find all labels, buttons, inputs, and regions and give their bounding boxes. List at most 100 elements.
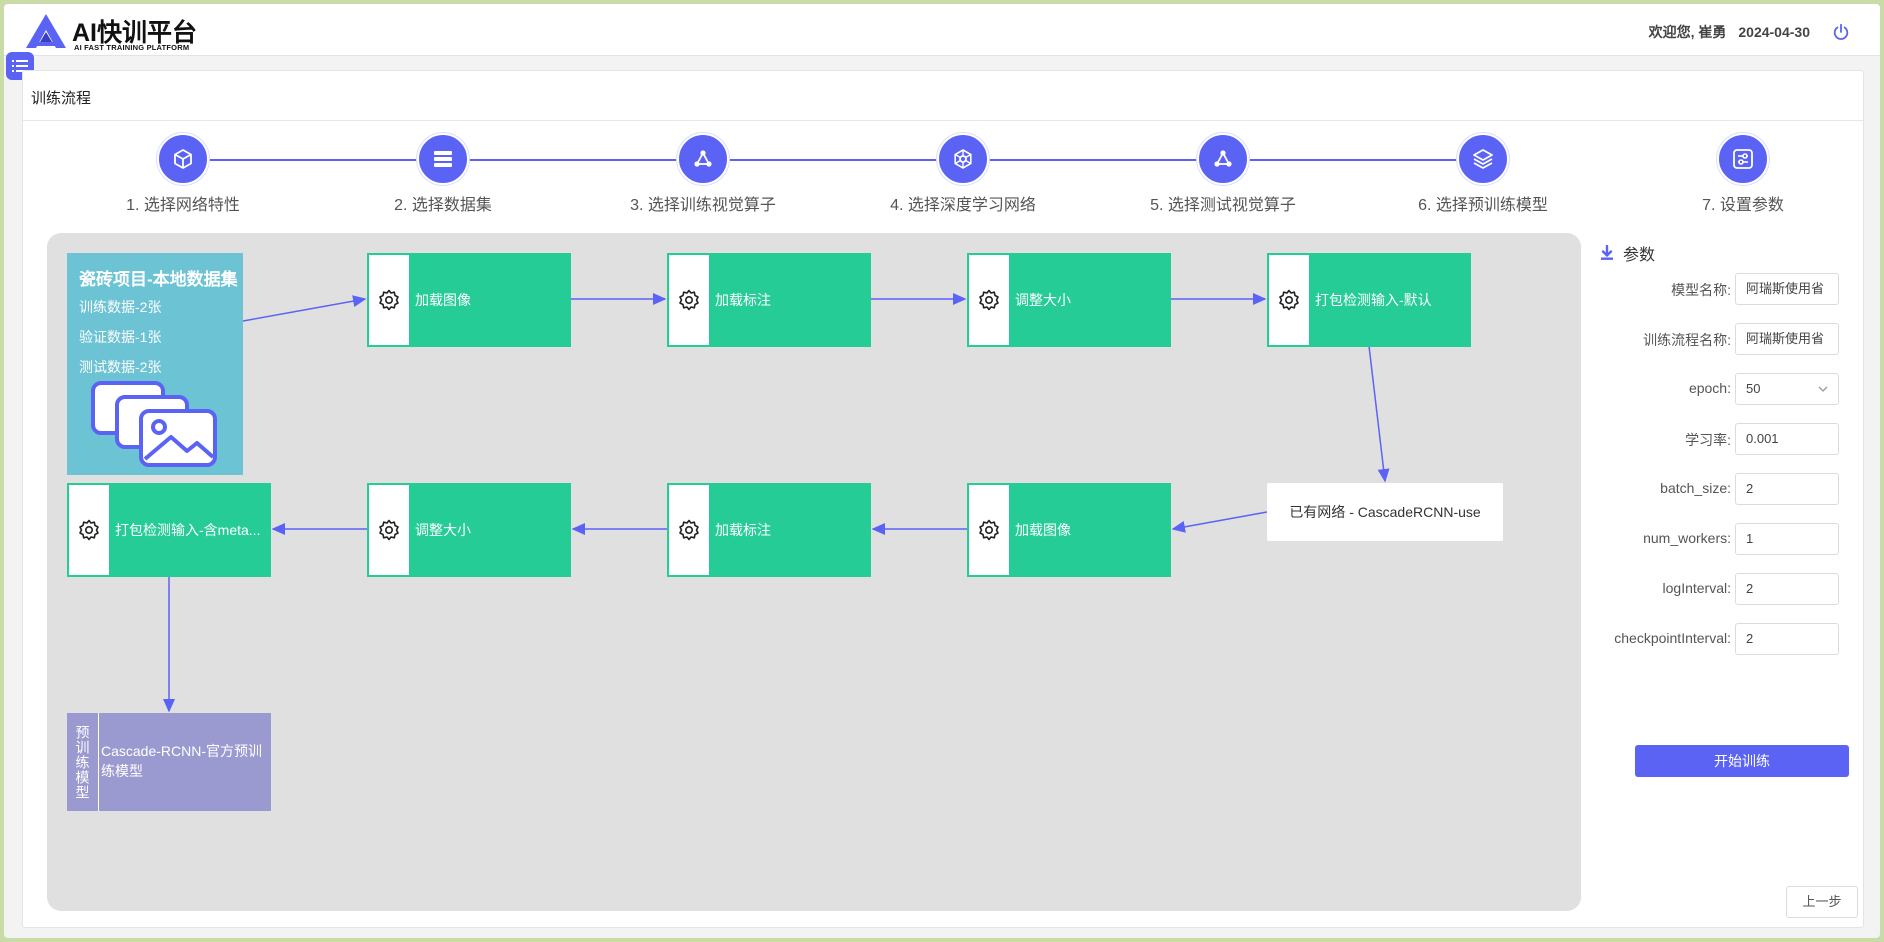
node-icon-box: [369, 485, 409, 575]
param-row-flow-name: 训练流程名称: 阿瑞斯使用省: [1599, 323, 1853, 355]
step-connector-line: [183, 159, 1483, 161]
train-op-node-1[interactable]: 加载图像: [367, 253, 571, 347]
current-date: 2024-04-30: [1738, 24, 1810, 40]
training-flow-card: 训练流程 1. 选择网络特性: [22, 70, 1864, 928]
flow-name-input[interactable]: 阿瑞斯使用省: [1735, 323, 1839, 355]
step-3-circle: [677, 133, 729, 185]
step-1-label: 1. 选择网络特性: [126, 197, 240, 214]
dataset-test-count: 测试数据-2张: [79, 359, 162, 375]
node-icon-box: [669, 485, 709, 575]
train-op-node-3[interactable]: 调整大小: [967, 253, 1171, 347]
param-label-batch-size: batch_size:: [1660, 480, 1731, 496]
train-op-label-4: 打包检测输入-默认: [1315, 292, 1432, 308]
step-3-label: 3. 选择训练视觉算子: [630, 197, 776, 214]
checkpoint-interval-input[interactable]: 2: [1735, 623, 1839, 655]
test-op-node-2[interactable]: 加载标注: [667, 483, 871, 577]
step-7[interactable]: 7. 设置参数: [1643, 133, 1843, 215]
test-op-label-4: 打包检测输入-含meta...: [115, 522, 261, 538]
step-7-label: 7. 设置参数: [1702, 197, 1784, 214]
step-6[interactable]: 6. 选择预训练模型: [1383, 133, 1583, 215]
params-title: 参数: [1623, 247, 1656, 264]
step-1-circle: [157, 133, 209, 185]
epoch-select[interactable]: 50: [1735, 373, 1839, 405]
step-4-circle: [937, 133, 989, 185]
param-row-num-workers: num_workers: 1: [1599, 523, 1853, 555]
logo-subtitle: AI FAST TRAINING PLATFORM: [74, 43, 190, 52]
logo-title: AI快训平台: [72, 19, 198, 47]
step-progress: 1. 选择网络特性 2. 选择数据集: [23, 121, 1863, 221]
dataset-node[interactable]: 瓷砖项目-本地数据集 训练数据-2张 验证数据-1张 测试数据-2张: [67, 253, 243, 475]
pretrained-tag-text: 预训练模型: [74, 724, 91, 800]
params-panel: 参数 模型名称: 阿瑞斯使用省 训练流程名称: 阿瑞斯使用省 epoch: 50: [1599, 235, 1861, 795]
step-4-label: 4. 选择深度学习网络: [890, 197, 1036, 214]
logo-mark-icon: [26, 14, 66, 48]
database-icon: [434, 151, 452, 167]
train-op-node-2[interactable]: 加载标注: [667, 253, 871, 347]
step-6-circle: [1457, 133, 1509, 185]
model-name-input[interactable]: 阿瑞斯使用省: [1735, 273, 1839, 305]
step-5-label: 5. 选择测试视觉算子: [1150, 197, 1296, 214]
gear-icon: [79, 519, 99, 541]
images-icon: [91, 381, 217, 467]
learning-rate-input[interactable]: 0.001: [1735, 423, 1839, 455]
share-nodes-icon: [1214, 150, 1232, 167]
train-op-label-1: 加载图像: [415, 292, 471, 308]
step-7-circle: [1717, 133, 1769, 185]
gear-icon: [979, 519, 999, 541]
test-op-node-4[interactable]: 打包检测输入-含meta...: [67, 483, 271, 577]
node-icon-box: [369, 255, 409, 345]
num-workers-input[interactable]: 1: [1735, 523, 1839, 555]
node-icon-box: [969, 255, 1009, 345]
params-header: 参数: [1599, 241, 1655, 265]
previous-step-button[interactable]: 上一步: [1786, 886, 1858, 918]
flow-canvas[interactable]: 瓷砖项目-本地数据集 训练数据-2张 验证数据-1张 测试数据-2张: [47, 233, 1581, 911]
pretrained-model-node[interactable]: 预训练模型 Cascade-RCNN-官方预训练模型: [67, 713, 271, 811]
test-op-label-3: 调整大小: [415, 522, 471, 538]
dataset-val-count: 验证数据-1张: [79, 329, 162, 345]
gear-icon: [1279, 289, 1299, 311]
top-header: AI快训平台 AI FAST TRAINING PLATFORM 欢迎您, 崔勇…: [4, 4, 1880, 56]
test-op-node-1[interactable]: 加载图像: [967, 483, 1171, 577]
train-op-node-4[interactable]: 打包检测输入-默认: [1267, 253, 1471, 347]
param-label-num-workers: num_workers:: [1643, 530, 1731, 546]
step-1[interactable]: 1. 选择网络特性: [83, 133, 283, 215]
test-op-label-1: 加载图像: [1015, 522, 1071, 538]
param-label-checkpoint-interval: checkpointInterval:: [1614, 630, 1731, 646]
test-op-node-3[interactable]: 调整大小: [367, 483, 571, 577]
settings-sliders-icon: [1733, 149, 1753, 169]
chevron-down-icon: [1818, 386, 1828, 392]
node-icon-box: [969, 485, 1009, 575]
gear-icon: [979, 289, 999, 311]
param-row-log-interval: logInterval: 2: [1599, 573, 1853, 605]
step-2-label: 2. 选择数据集: [394, 197, 492, 214]
logo: AI快训平台 AI FAST TRAINING PLATFORM: [26, 10, 216, 54]
test-op-label-2: 加载标注: [715, 522, 771, 538]
step-4[interactable]: 4. 选择深度学习网络: [863, 133, 1063, 215]
step-2[interactable]: 2. 选择数据集: [343, 133, 543, 215]
header-user-area: 欢迎您, 崔勇 2024-04-30: [1649, 22, 1850, 42]
log-interval-input[interactable]: 2: [1735, 573, 1839, 605]
node-icon-box: [69, 485, 109, 575]
gear-icon: [379, 289, 399, 311]
cube-icon: [174, 149, 192, 169]
batch-size-input[interactable]: 2: [1735, 473, 1839, 505]
param-row-checkpoint-interval: checkpointInterval: 2: [1599, 623, 1853, 655]
step-6-label: 6. 选择预训练模型: [1418, 197, 1548, 214]
train-op-label-3: 调整大小: [1015, 292, 1071, 308]
network-icon: [954, 149, 972, 169]
layers-icon: [1473, 149, 1493, 169]
page-title: 训练流程: [23, 71, 1863, 121]
network-node[interactable]: 已有网络 - CascadeRCNN-use: [1267, 483, 1503, 541]
param-label-epoch: epoch:: [1688, 380, 1731, 396]
app-window: AI快训平台 AI FAST TRAINING PLATFORM 欢迎您, 崔勇…: [4, 4, 1880, 938]
start-training-button[interactable]: 开始训练: [1635, 745, 1849, 777]
step-3[interactable]: 3. 选择训练视觉算子: [603, 133, 803, 215]
param-label-learning-rate: 学习率:: [1685, 432, 1731, 448]
pretrained-model-label: Cascade-RCNN-官方预训练模型: [101, 743, 263, 779]
step-5-circle: [1197, 133, 1249, 185]
power-icon[interactable]: [1832, 23, 1850, 41]
gear-icon: [679, 519, 699, 541]
welcome-text: 欢迎您, 崔勇: [1648, 24, 1727, 40]
step-5[interactable]: 5. 选择测试视觉算子: [1123, 133, 1323, 215]
node-icon-box: [1269, 255, 1309, 345]
